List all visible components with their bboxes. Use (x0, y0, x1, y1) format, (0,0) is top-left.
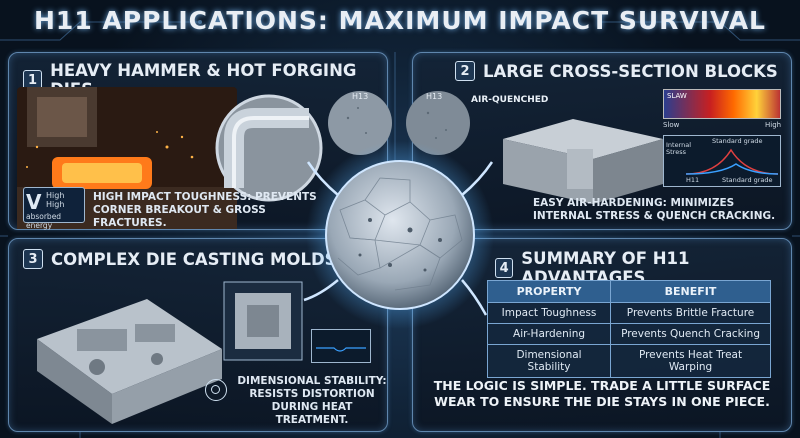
badge-line: High (46, 191, 65, 200)
table-cell: Prevents Quench Cracking (610, 323, 771, 345)
central-microstructure-sphere (303, 141, 494, 329)
panel-number: 2 (455, 61, 475, 81)
heat-label: SLAW (667, 92, 687, 100)
column-header: BENEFIT (610, 280, 771, 303)
page-title: H11 APPLICATIONS: MAXIMUM IMPACT SURVIVA… (34, 6, 766, 35)
panel-number: 4 (495, 258, 514, 278)
panel-number: 3 (23, 249, 43, 269)
heat-label: Slow (663, 121, 680, 129)
panel-caption: DIMENSIONAL STABILITY: RESISTS DISTORTIO… (237, 375, 387, 426)
column-header: PROPERTY (486, 280, 612, 303)
panel-heading: LARGE CROSS-SECTION BLOCKS (483, 61, 778, 81)
v-icon: V (26, 190, 42, 214)
panel-heading: COMPLEX DIE CASTING MOLDS (51, 249, 337, 269)
stress-axis-label: Internal Stress (666, 141, 692, 156)
cooling-gradient-bar: SLAW (663, 89, 781, 119)
table-header-row: PROPERTY BENEFIT (486, 280, 771, 303)
die-casting-mold-image (37, 299, 222, 424)
air-quenched-label: AIR-QUENCHED (471, 95, 549, 105)
stress-label: H11 (686, 176, 700, 184)
advantages-table: PROPERTY BENEFIT Impact Toughness Preven… (486, 280, 771, 378)
panel-header: 2 LARGE CROSS-SECTION BLOCKS (455, 61, 778, 81)
stress-graph: Internal Stress Standard grade H11 Stand… (663, 135, 781, 187)
panel-header: 3 COMPLEX DIE CASTING MOLDS (23, 249, 337, 269)
table-cell: Prevents Heat Treat Warping (610, 344, 771, 378)
stress-label: Standard grade (712, 137, 763, 145)
panel-caption: EASY AIR-HARDENING: MINIMIZES INTERNAL S… (533, 197, 776, 222)
steel-block-image (503, 119, 663, 204)
table-row: Air-Hardening Prevents Quench Cracking (486, 323, 771, 345)
distortion-line (316, 347, 366, 352)
stress-label: Standard grade (722, 176, 773, 184)
table-row: Impact Toughness Prevents Brittle Fractu… (486, 302, 771, 324)
die-corner-zoom (215, 94, 323, 202)
distortion-chart (311, 329, 371, 363)
h13-label: H13 (352, 92, 369, 101)
microstructure-comparison (328, 91, 470, 155)
summary-text: THE LOGIC IS SIMPLE. TRADE A LITTLE SURF… (433, 378, 771, 409)
target-icon (205, 379, 227, 401)
badge-line: absorbed energy (26, 212, 62, 230)
stress-curves (686, 148, 778, 175)
toughness-badge: V High High absorbed energy (23, 187, 85, 230)
table-cell: Impact Toughness (486, 302, 612, 324)
panel-die-casting-molds: 3 COMPLEX DIE CASTING MOLDS DIMENSIONAL … (8, 238, 388, 432)
table-cell: Air-Hardening (486, 323, 612, 345)
badge-line: High (46, 200, 65, 209)
h13-label: H13 (426, 92, 443, 101)
panel-caption: HIGH IMPACT TOUGHNESS: PREVENTS CORNER B… (93, 191, 317, 229)
mold-detail-inset (223, 281, 303, 361)
table-row: Dimensional Stability Prevents Heat Trea… (486, 344, 771, 378)
table-cell: Prevents Brittle Fracture (610, 302, 771, 324)
table-cell: Dimensional Stability (486, 344, 612, 378)
heat-label: High (765, 121, 782, 129)
